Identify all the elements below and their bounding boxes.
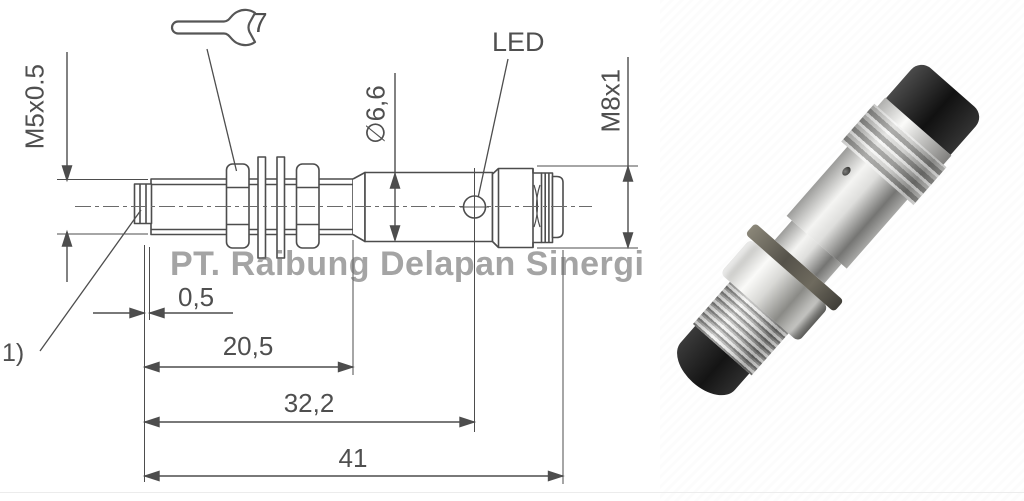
- footnote-leader: [39, 209, 142, 352]
- wrench-icon: [170, 8, 257, 47]
- sensing-tip: [133, 183, 153, 225]
- washer: [276, 156, 286, 259]
- sensor-led-hole: [840, 165, 853, 178]
- sensor-technical-drawing: [39, 8, 638, 484]
- wrench-size-label: 7: [252, 7, 268, 38]
- led-leader: [477, 58, 509, 199]
- footnote-ref-label: 1): [2, 339, 25, 367]
- dim-tip-length: 0,5: [178, 282, 215, 312]
- leader-lines: [39, 48, 509, 352]
- dimension-lines: [57, 52, 638, 484]
- washer: [257, 156, 267, 259]
- wrench-leader: [206, 48, 238, 172]
- led-window: [460, 168, 489, 432]
- led-label: LED: [492, 27, 545, 57]
- bottom-divider: [0, 492, 1024, 493]
- sensor-outline: [133, 156, 564, 259]
- dim-thread-length: 20,5: [222, 331, 274, 361]
- dim-housing-length: 32,2: [283, 388, 335, 418]
- dim-overall-length: 41: [338, 443, 368, 473]
- watermark-text: PT. Raibung Delapan Sinergi: [170, 245, 645, 283]
- product-photo-area: [660, 0, 1024, 501]
- sensor-photo: [644, 59, 987, 425]
